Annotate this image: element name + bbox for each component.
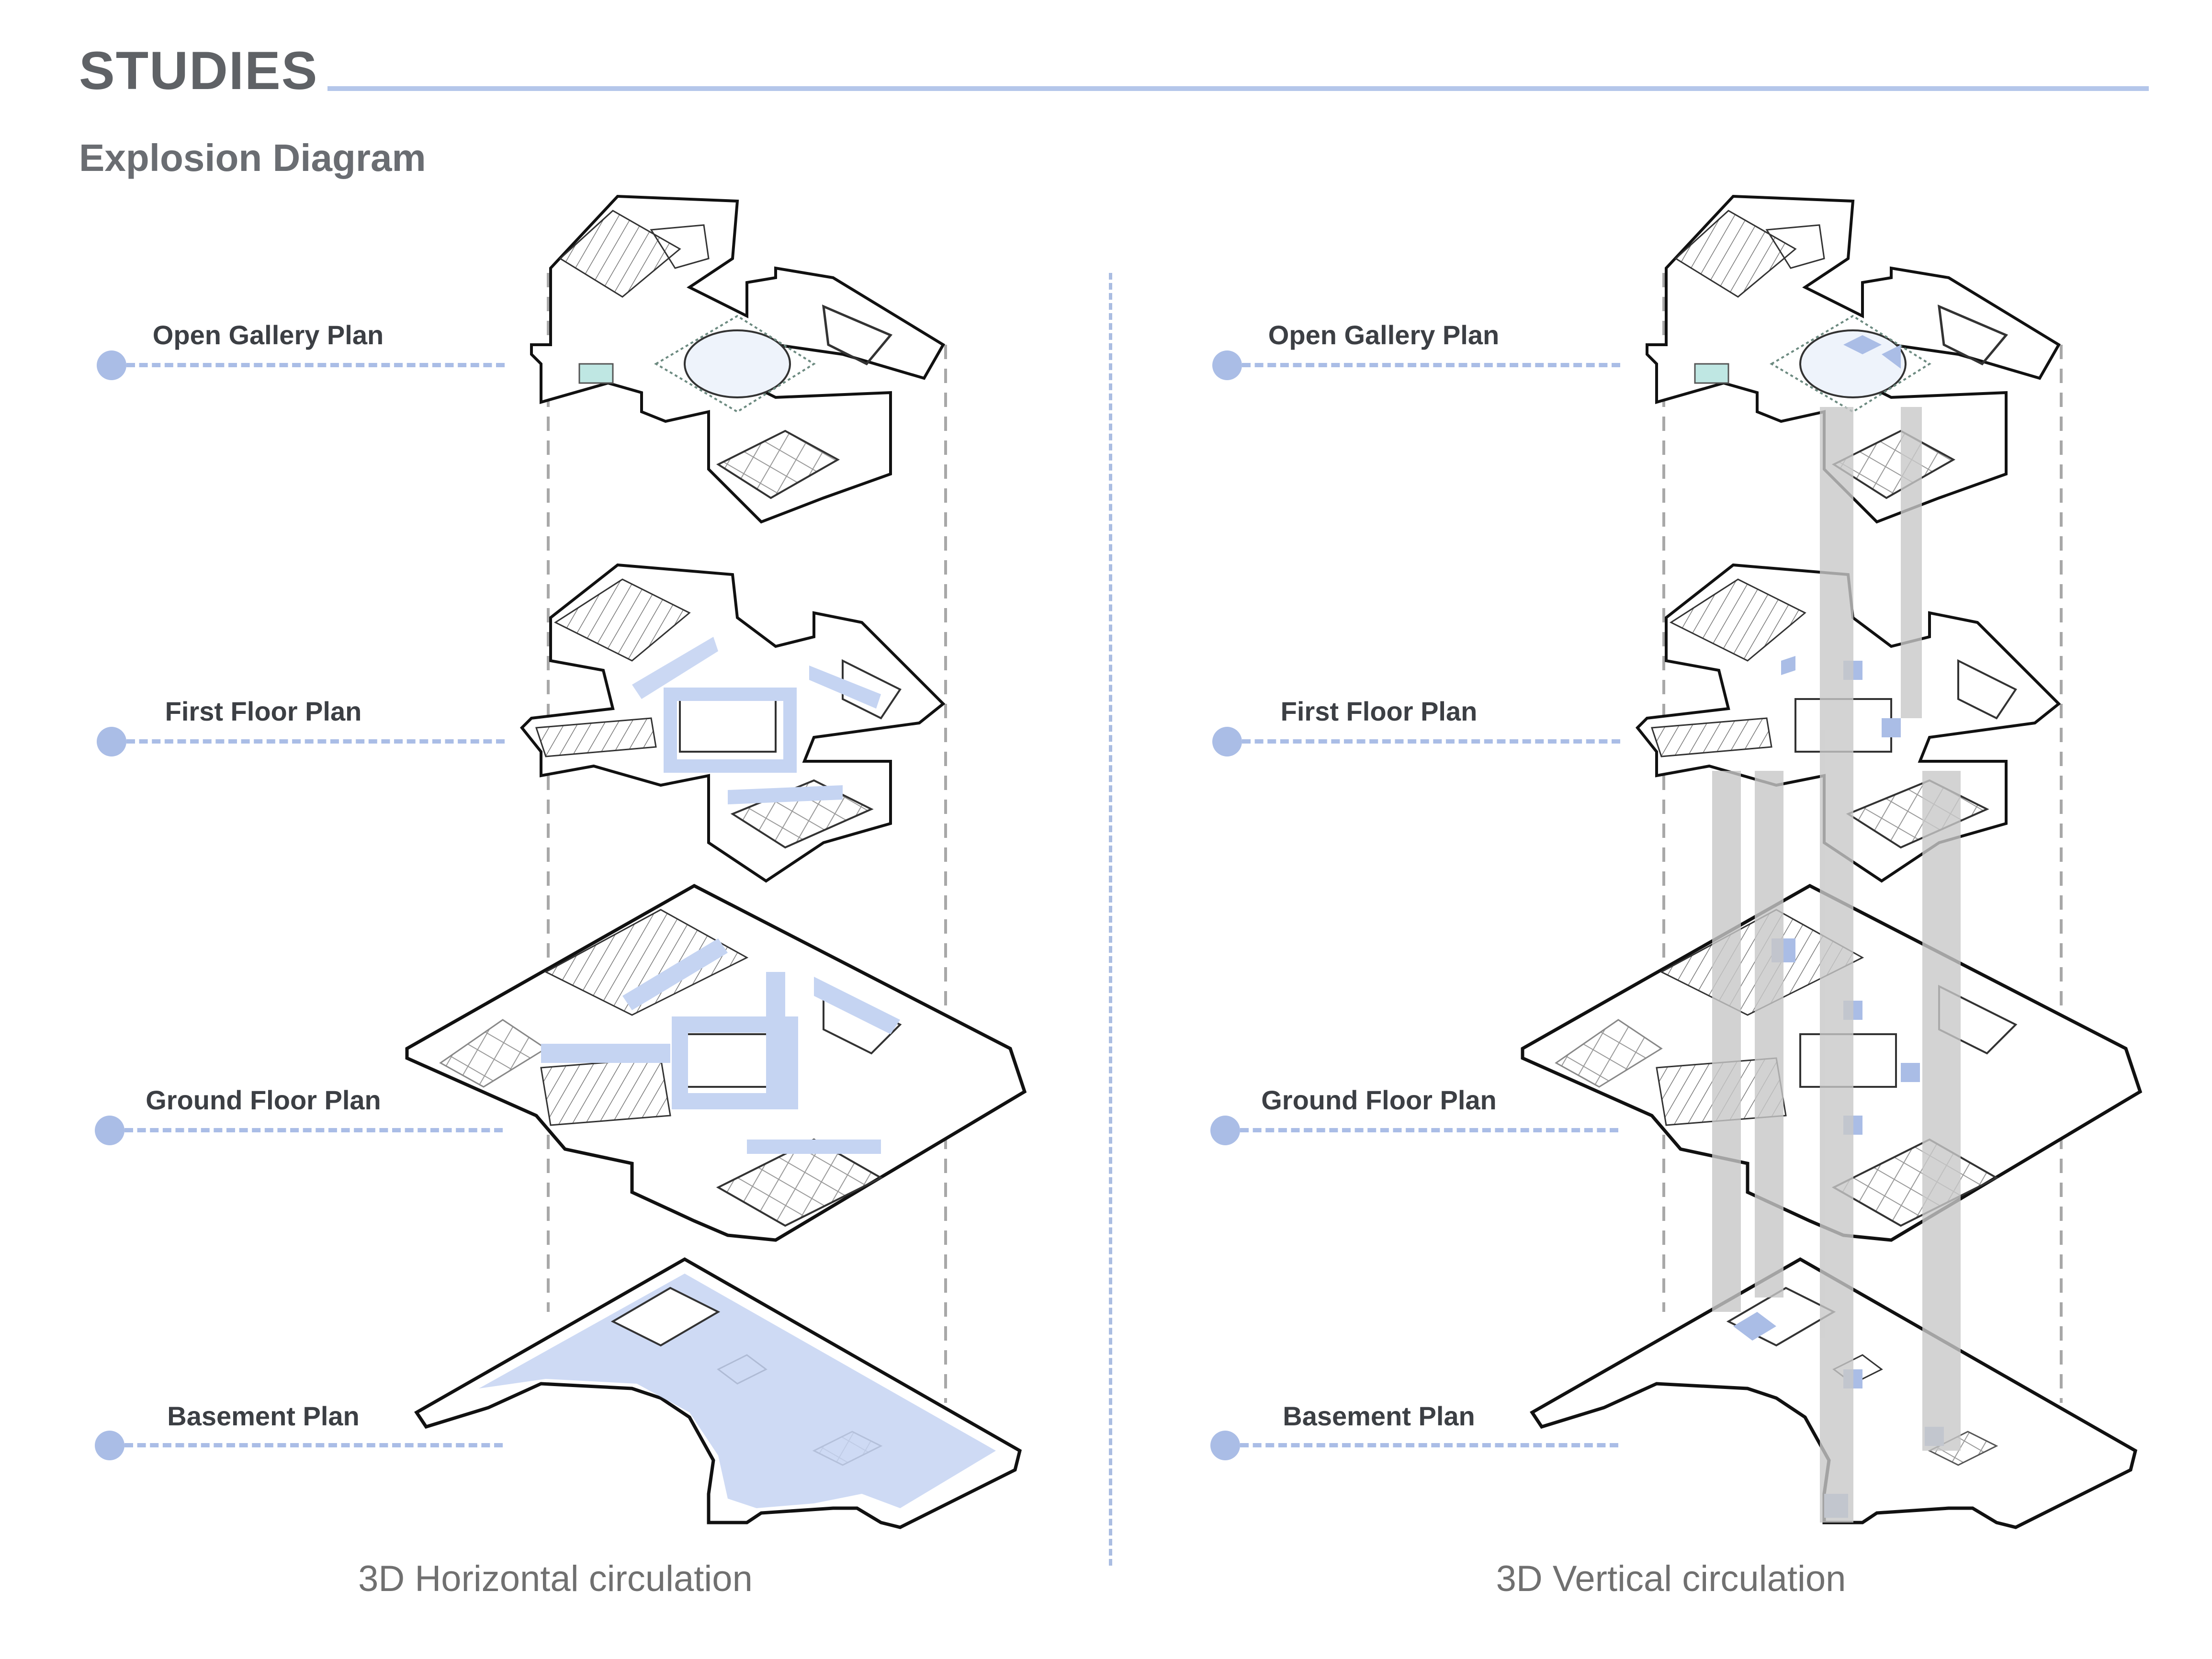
label-leader-line xyxy=(1240,1128,1618,1132)
floor-label-open-gallery: Open Gallery Plan xyxy=(1268,320,1500,350)
label-leader-line xyxy=(1242,739,1620,744)
floor-label-ground-floor: Ground Floor Plan xyxy=(146,1085,381,1115)
left-first-floor-plan xyxy=(522,565,943,881)
floor-label-first-floor: First Floor Plan xyxy=(1280,696,1478,726)
label-dot xyxy=(97,727,126,756)
panel-divider xyxy=(1109,273,1112,1566)
label-dot xyxy=(1212,350,1242,380)
left-ground-floor-plan xyxy=(407,886,1025,1240)
label-leader-line xyxy=(1240,1443,1618,1447)
label-leader-line xyxy=(126,363,505,367)
label-leader-line xyxy=(124,1443,503,1447)
label-dot xyxy=(95,1116,124,1145)
label-dot xyxy=(95,1431,124,1460)
panel-caption-vertical: 3D Vertical circulation xyxy=(1496,1558,1846,1599)
floor-label-first-floor: First Floor Plan xyxy=(165,696,362,726)
floor-label-basement: Basement Plan xyxy=(167,1401,360,1431)
label-dot xyxy=(1210,1116,1240,1145)
right-guide-lines xyxy=(1662,273,2063,1403)
left-basement-plan xyxy=(417,1259,1020,1527)
left-guide-lines xyxy=(547,273,947,1403)
label-dot xyxy=(97,350,126,380)
label-dot xyxy=(1212,727,1242,756)
right-open-gallery-plan xyxy=(1647,196,2059,522)
left-open-gallery-plan xyxy=(531,196,943,522)
label-leader-line xyxy=(126,739,505,744)
page-title: STUDIES xyxy=(79,41,318,101)
label-leader-line xyxy=(124,1128,503,1132)
floor-label-ground-floor: Ground Floor Plan xyxy=(1261,1085,1497,1115)
title-underline xyxy=(327,86,2149,91)
page-subtitle: Explosion Diagram xyxy=(79,136,426,179)
label-dot xyxy=(1210,1431,1240,1460)
floor-label-basement: Basement Plan xyxy=(1283,1401,1475,1431)
panel-caption-horizontal: 3D Horizontal circulation xyxy=(358,1558,753,1599)
floor-label-open-gallery: Open Gallery Plan xyxy=(152,320,384,350)
vertical-circulation-cores xyxy=(1712,407,1961,1523)
label-leader-line xyxy=(1242,363,1620,367)
